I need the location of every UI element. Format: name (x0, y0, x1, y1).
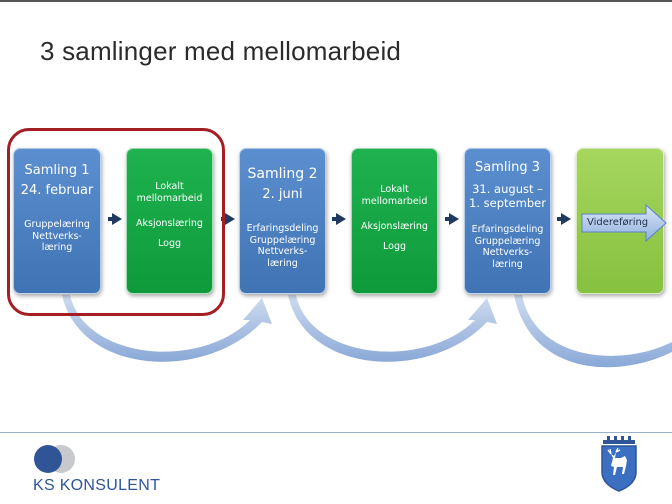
videreforing-label: Videreføring (587, 217, 649, 228)
highlight-frame (7, 128, 225, 316)
arrow-right-3 (332, 213, 346, 225)
samling-1-date: 24. februar (20, 183, 94, 198)
box-samling-2: Samling 2 2. juni Erfaringsdeling Gruppe… (239, 148, 326, 294)
box-samling-3: Samling 3 31. august – 1. september Erfa… (464, 148, 551, 294)
samling-3-text-4: læring (492, 258, 523, 270)
videreforing-arrow-shape (581, 204, 667, 243)
logo-text: KS KONSULENT (33, 477, 161, 494)
top-border-line (0, 0, 672, 2)
samling-3-text-2: Gruppelæring (474, 235, 541, 247)
samling-3-text-1: Erfaringsdeling (471, 224, 544, 235)
lokalt-2-heading-1: Lokalt (380, 184, 409, 195)
samling-2-text-3: Nettverks- (257, 246, 308, 257)
samling-3-text-3: Nettverks- (482, 247, 533, 258)
lokalt-1-text-1: Aksjonslæring (136, 218, 203, 229)
arrow-right-2 (221, 213, 235, 225)
samling-1-text-2: Nettverks- (32, 230, 82, 242)
arrow-right-1 (108, 213, 122, 225)
lokalt-2-text-2: Logg (383, 240, 406, 252)
samling-3-date-1: 31. august – (472, 182, 543, 196)
arrow-right-5 (557, 213, 571, 225)
lokalt-1-text-2: Logg (158, 237, 181, 249)
samling-1-text-1: Gruppelæring (24, 219, 90, 230)
lokalt-1-heading-2: mellomarbeid (136, 192, 203, 204)
samling-1-heading: Samling 1 (24, 163, 90, 178)
samling-3-date-2: 1. september (469, 196, 546, 210)
slide-title: 3 samlinger med mellomarbeid (40, 36, 402, 66)
logo-circle-blue (34, 445, 62, 473)
box-lokalt-1: Lokalt mellomarbeid Aksjonslæring Logg (126, 148, 213, 294)
samling-2-text-4: læring (267, 257, 298, 269)
curved-arrow-3 (514, 295, 672, 368)
arrow-right-4 (445, 213, 459, 225)
box-lokalt-2: Lokalt mellomarbeid Aksjonslæring Logg (351, 148, 438, 294)
samling-1-text-3: læring (41, 242, 73, 253)
curved-arrows (62, 295, 672, 368)
lokalt-2-text-1: Aksjonslæring (361, 221, 428, 232)
lokalt-1-heading-1: Lokalt (155, 181, 184, 192)
curved-arrow-1 (62, 295, 272, 362)
footer-divider (0, 432, 672, 433)
samling-2-date: 2. juni (262, 187, 303, 202)
samling-3-heading: Samling 3 (475, 160, 540, 175)
samling-2-heading: Samling 2 (247, 166, 318, 182)
samling-2-text-1: Erfaringsdeling (246, 223, 319, 234)
lokalt-2-heading-2: mellomarbeid (361, 195, 428, 207)
samling-2-text-2: Gruppelæring (249, 234, 316, 246)
coat-of-arms-icon (601, 436, 637, 492)
curved-arrow-2 (288, 295, 497, 362)
box-samling-1: Samling 1 24. februar Gruppelæring Nettv… (13, 148, 101, 294)
